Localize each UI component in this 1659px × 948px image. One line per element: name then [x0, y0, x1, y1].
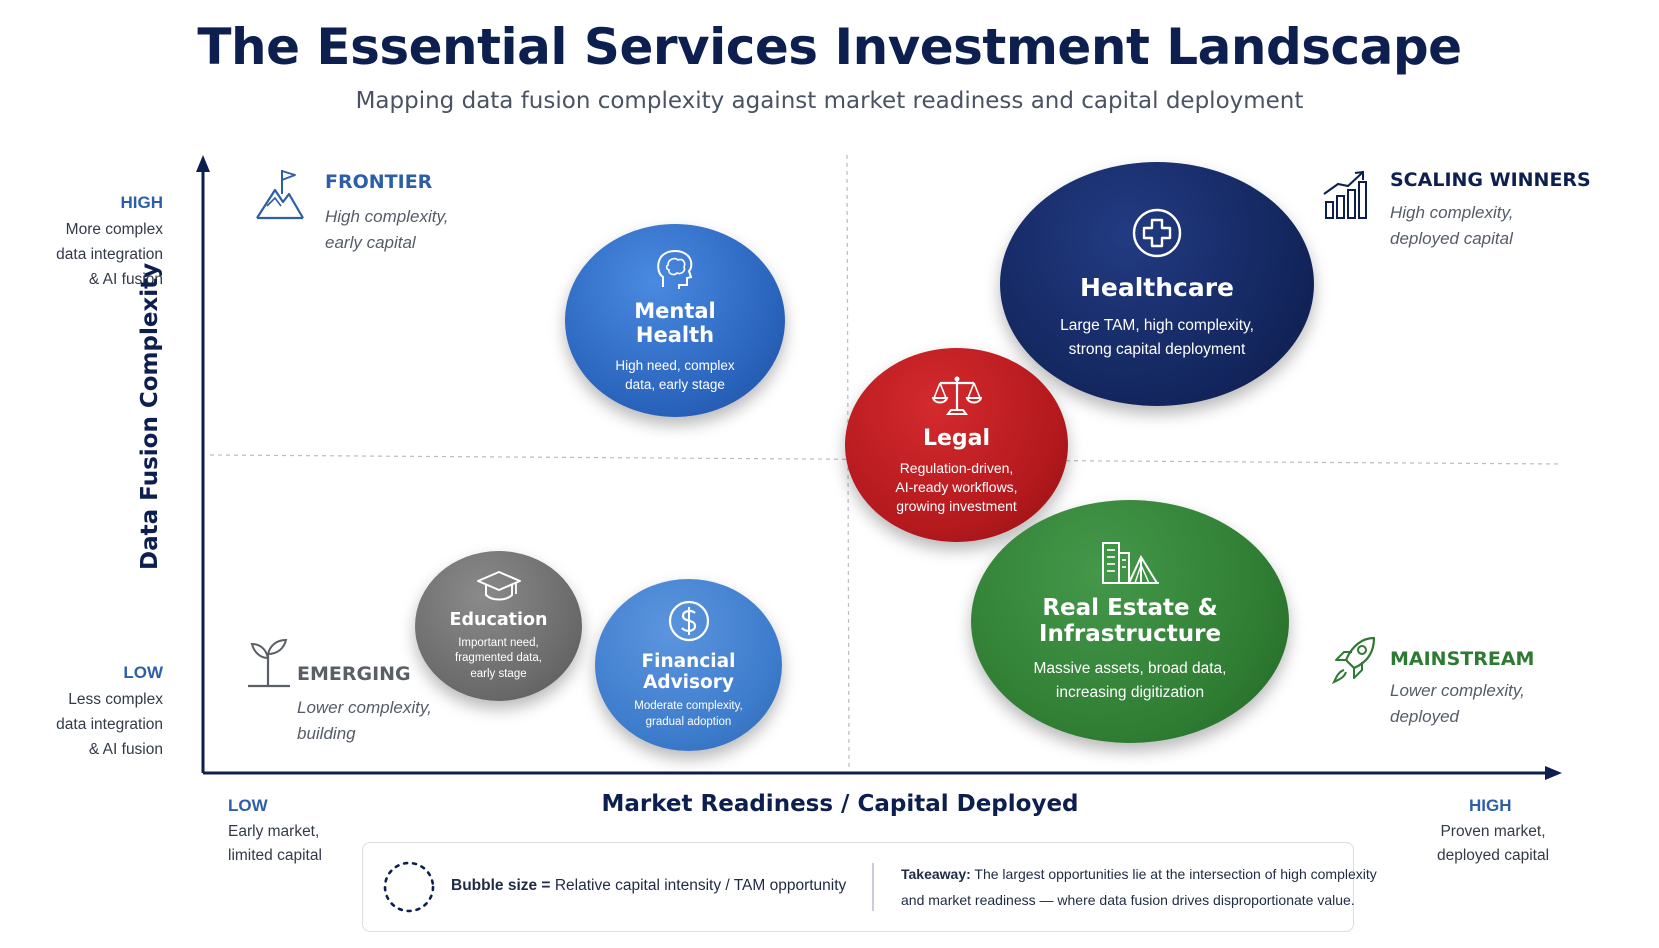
- bubble-mental-health: Mental Health High need, complex data, e…: [565, 224, 785, 417]
- quadrant-frontier-title: FRONTIER: [325, 171, 433, 193]
- legend-divider: [872, 863, 874, 911]
- dollar-coin-icon: [667, 599, 711, 643]
- medical-cross-icon: [1131, 207, 1183, 259]
- mountain-flag-icon: [256, 170, 304, 220]
- legend-bubble-size: Bubble size = Relative capital intensity…: [451, 877, 847, 894]
- graduation-cap-icon: [476, 570, 522, 604]
- brain-head-icon: [653, 247, 697, 291]
- x-high-label: HIGH: [1469, 796, 1512, 815]
- y-axis-title: Data Fusion Complexity: [137, 262, 163, 570]
- bubble-education: Education Important need, fragmented dat…: [415, 551, 582, 701]
- x-axis-title: Market Readiness / Capital Deployed: [601, 791, 1079, 817]
- x-low-label: LOW: [228, 796, 268, 815]
- quadrant-mainstream-description: Lower complexity, deployed: [1390, 681, 1525, 726]
- quadrant-scaling-title: SCALING WINNERS: [1390, 169, 1591, 191]
- scales-icon: [931, 374, 982, 416]
- quadrant-mainstream-title: MAINSTREAM: [1390, 648, 1535, 670]
- y-low-description: Less complex data integration & AI fusio…: [56, 691, 163, 758]
- quadrant-emerging-description: Lower complexity, building: [297, 698, 432, 743]
- rocket-icon: [1331, 636, 1376, 685]
- quadrant-scaling-description: High complexity, deployed capital: [1390, 203, 1514, 248]
- y-low-label: LOW: [123, 663, 163, 682]
- page-subtitle: Mapping data fusion complexity against m…: [355, 88, 1304, 114]
- y-high-label: HIGH: [120, 193, 164, 212]
- bubble-real-estate: Real Estate & Infrastructure Massive ass…: [971, 500, 1289, 743]
- quadrant-frontier-description: High complexity, early capital: [325, 207, 449, 252]
- page-title: The Essential Services Investment Landsc…: [197, 18, 1462, 76]
- legend-box: Bubble size = Relative capital intensity…: [362, 842, 1377, 932]
- growth-chart-icon: [1323, 170, 1367, 219]
- y-high-description: More complex data integration & AI fusio…: [56, 221, 163, 288]
- legend-takeaway: Takeaway: The largest opportunities lie …: [901, 866, 1377, 908]
- sprout-icon: [248, 638, 290, 688]
- bubble-healthcare: Healthcare Large TAM, high complexity, s…: [1000, 162, 1314, 406]
- x-low-description: Early market, limited capital: [228, 823, 322, 864]
- buildings-bridge-icon: [1099, 539, 1161, 585]
- x-axis-arrow: [1545, 766, 1562, 780]
- bubble-legal: Legal Regulation-driven, AI-ready workfl…: [845, 348, 1068, 542]
- quadrant-emerging-title: EMERGING: [297, 663, 411, 685]
- dashed-circle-icon: [383, 861, 435, 913]
- x-high-description: Proven market, deployed capital: [1436, 823, 1550, 864]
- y-axis-arrow: [196, 155, 210, 172]
- bubble-financial-advisory: Financial Advisory Moderate complexity, …: [595, 579, 782, 751]
